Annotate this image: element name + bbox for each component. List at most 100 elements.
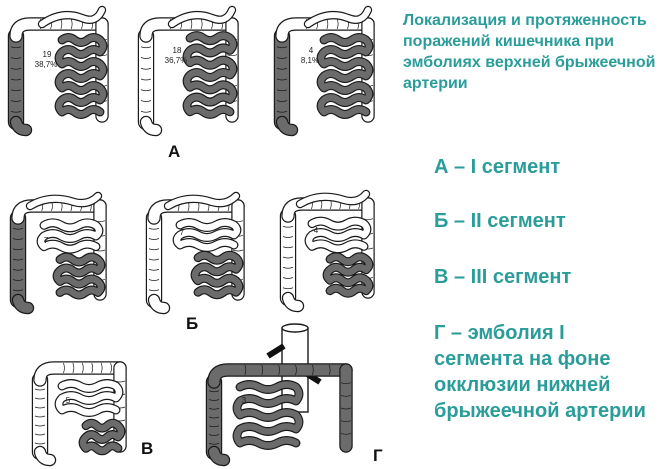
haustra-mark — [148, 289, 160, 292]
haustra-mark — [208, 390, 220, 393]
haustra-mark — [34, 415, 46, 418]
panel-label-v: В — [141, 439, 154, 458]
duodenum — [297, 191, 369, 207]
haustra-mark — [278, 364, 280, 376]
haustra-mark — [276, 110, 288, 113]
duodenum — [169, 7, 235, 27]
haustra-mark — [34, 424, 46, 427]
haustra-mark — [12, 268, 24, 271]
legend-item-b: Б – II сегмент — [434, 210, 566, 232]
small-intestine-distal — [191, 252, 243, 298]
small-intestine-proximal — [37, 219, 103, 253]
haustra-mark — [276, 89, 288, 92]
panel-label-g: Г — [373, 446, 383, 465]
haustra-mark — [208, 425, 220, 428]
transverse-colon — [276, 18, 374, 42]
intestine-figure-a3: 4 8,1% — [268, 4, 388, 137]
haustra-mark — [12, 227, 24, 230]
haustra-mark — [226, 54, 238, 57]
intestine-drawing — [137, 5, 239, 137]
haustra-mark — [148, 227, 160, 230]
haustra-mark — [282, 225, 294, 228]
case-percent: 36,7% — [164, 56, 188, 65]
small-intestine-distal — [53, 253, 105, 299]
haustra-mark — [140, 89, 152, 92]
haustra-mark — [282, 277, 294, 279]
small-intestine-distal — [79, 419, 125, 455]
intestine-drawing — [145, 191, 245, 315]
small-intestine — [317, 34, 373, 118]
intestine-figure-g: 3 — [198, 322, 370, 467]
haustra-mark — [12, 258, 24, 261]
haustra-mark — [208, 416, 220, 419]
cecum — [277, 117, 297, 135]
aorta-top — [281, 323, 309, 333]
haustra-mark — [148, 248, 160, 251]
haustra-mark — [148, 279, 160, 281]
intestine-drawing — [7, 5, 109, 137]
haustra-mark — [12, 248, 24, 251]
haustra-mark — [340, 395, 352, 397]
haustra-mark — [140, 100, 152, 102]
haustra-mark — [282, 256, 294, 259]
transverse-colon — [10, 18, 108, 42]
haustra-mark — [148, 238, 160, 240]
legend-item-a: А – I сегмент — [434, 156, 561, 178]
haustra-mark — [140, 57, 152, 59]
superior-mesenteric-artery-embolus — [266, 343, 286, 359]
haustra-mark — [70, 18, 73, 30]
haustra-mark — [148, 258, 160, 261]
case-count: 18 — [172, 46, 182, 55]
small-intestine — [233, 381, 303, 449]
haustra-mark — [12, 279, 24, 281]
haustra-mark — [34, 442, 46, 445]
haustra-mark — [34, 433, 46, 436]
haustra-mark — [10, 110, 22, 113]
case-count: 7 — [43, 236, 49, 245]
case-count: 7 — [179, 228, 185, 237]
haustra-mark — [244, 364, 247, 376]
cecum — [35, 447, 55, 465]
intestine-figure-b1: 7 — [2, 186, 122, 315]
haustra-mark — [140, 78, 152, 81]
intestine-drawing — [31, 361, 127, 467]
transverse-colon — [208, 364, 352, 388]
legend-item-v: В – III сегмент — [434, 266, 572, 288]
small-intestine-distal — [323, 253, 373, 297]
haustra-mark — [63, 362, 65, 374]
haustra-mark — [110, 362, 112, 374]
haustra-mark — [200, 18, 203, 30]
case-percent: 8,1% — [300, 56, 320, 65]
haustra-mark — [261, 364, 264, 376]
haustra-mark — [282, 236, 294, 238]
haustra-mark — [340, 420, 352, 423]
small-intestine — [55, 34, 107, 118]
haustra-mark — [140, 110, 152, 113]
case-percent: 38,7% — [34, 60, 58, 69]
intestine-drawing — [273, 5, 375, 137]
case-count: 4 — [308, 46, 314, 55]
duodenum — [39, 7, 105, 27]
intestine-drawing — [9, 191, 107, 315]
haustra-mark — [140, 67, 152, 70]
haustra-mark — [148, 268, 160, 271]
haustra-mark — [10, 100, 22, 102]
haustra-mark — [276, 46, 288, 49]
duodenum — [305, 7, 371, 27]
haustra-mark — [91, 362, 94, 374]
case-count: 19 — [42, 50, 52, 59]
intestine-drawing — [279, 189, 375, 313]
haustra-mark — [208, 407, 220, 410]
transverse-colon — [34, 362, 126, 386]
panel-label-b: Б — [186, 314, 199, 333]
haustra-mark — [10, 67, 22, 70]
haustra-mark — [328, 364, 331, 376]
small-intestine — [183, 32, 237, 118]
haustra-mark — [311, 364, 314, 376]
case-count: 3 — [241, 396, 247, 405]
haustra-mark — [140, 46, 152, 49]
haustra-mark — [12, 289, 24, 292]
small-intestine-proximal — [173, 219, 241, 251]
haustra-mark — [34, 397, 46, 400]
haustra-mark — [340, 407, 352, 410]
